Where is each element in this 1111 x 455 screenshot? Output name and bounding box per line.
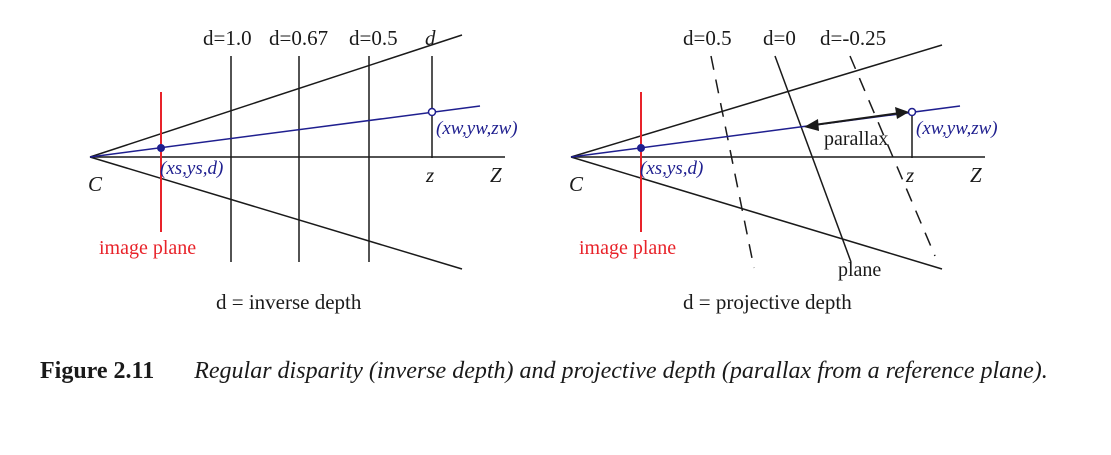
right-depth-plane-3 <box>849 55 936 257</box>
left-frustum-upper <box>89 34 463 158</box>
right-frustum-lower <box>570 156 943 270</box>
left-depth-label-2: d=0.67 <box>269 26 328 50</box>
right-reference-plane <box>774 55 852 263</box>
right-axis-label: Z <box>970 163 982 187</box>
left-depth-label-d: d <box>425 26 436 50</box>
right-screen-point-label: (xs,ys,d) <box>640 158 703 179</box>
left-caption: d = inverse depth <box>216 290 362 314</box>
left-z-label: z <box>425 163 434 187</box>
right-diagram: d=0.5 d=0 d=-0.25 parallax (xw,yw,zw) (x… <box>569 26 998 314</box>
right-world-point <box>907 107 917 117</box>
right-image-plane-label: image plane <box>579 237 676 259</box>
left-image-plane-label: image plane <box>99 237 196 259</box>
right-parallax-arrowhead-left <box>804 119 819 131</box>
figure-diagrams: d=1.0 d=0.67 d=0.5 d (xw,yw,zw) (xs,ys,d… <box>88 26 998 314</box>
right-frustum-upper <box>570 44 943 158</box>
left-world-point <box>427 107 437 117</box>
left-depth-label-1: d=1.0 <box>203 26 252 50</box>
right-depth-label-3: d=-0.25 <box>820 26 886 50</box>
right-caption: d = projective depth <box>683 290 852 314</box>
left-screen-point <box>157 144 165 152</box>
figure-caption: Figure 2.11 Regular disparity (inverse de… <box>40 352 1070 390</box>
right-depth-label-1: d=0.5 <box>683 26 732 50</box>
figure-caption-text: Regular disparity (inverse depth) and pr… <box>194 358 1048 384</box>
left-world-point-label: (xw,yw,zw) <box>436 118 518 139</box>
right-screen-point <box>637 144 645 152</box>
left-axis-label: Z <box>490 163 502 187</box>
right-camera-label: C <box>569 172 584 196</box>
right-plane-label: plane <box>838 259 881 281</box>
right-parallax-label: parallax <box>824 128 888 150</box>
right-world-point-label: (xw,yw,zw) <box>916 118 998 139</box>
left-depth-label-3: d=0.5 <box>349 26 398 50</box>
right-parallax-arrow <box>813 112 901 126</box>
left-ray <box>89 105 481 158</box>
left-screen-point-label: (xs,ys,d) <box>160 158 223 179</box>
left-frustum-lower <box>89 156 463 270</box>
figure-number: Figure 2.11 <box>40 358 155 384</box>
left-camera-label: C <box>88 172 103 196</box>
right-depth-plane-1 <box>710 55 755 269</box>
right-z-label: z <box>905 163 914 187</box>
left-diagram: d=1.0 d=0.67 d=0.5 d (xw,yw,zw) (xs,ys,d… <box>88 26 518 314</box>
right-parallax-arrowhead-right <box>895 107 909 119</box>
right-depth-label-2: d=0 <box>763 26 796 50</box>
